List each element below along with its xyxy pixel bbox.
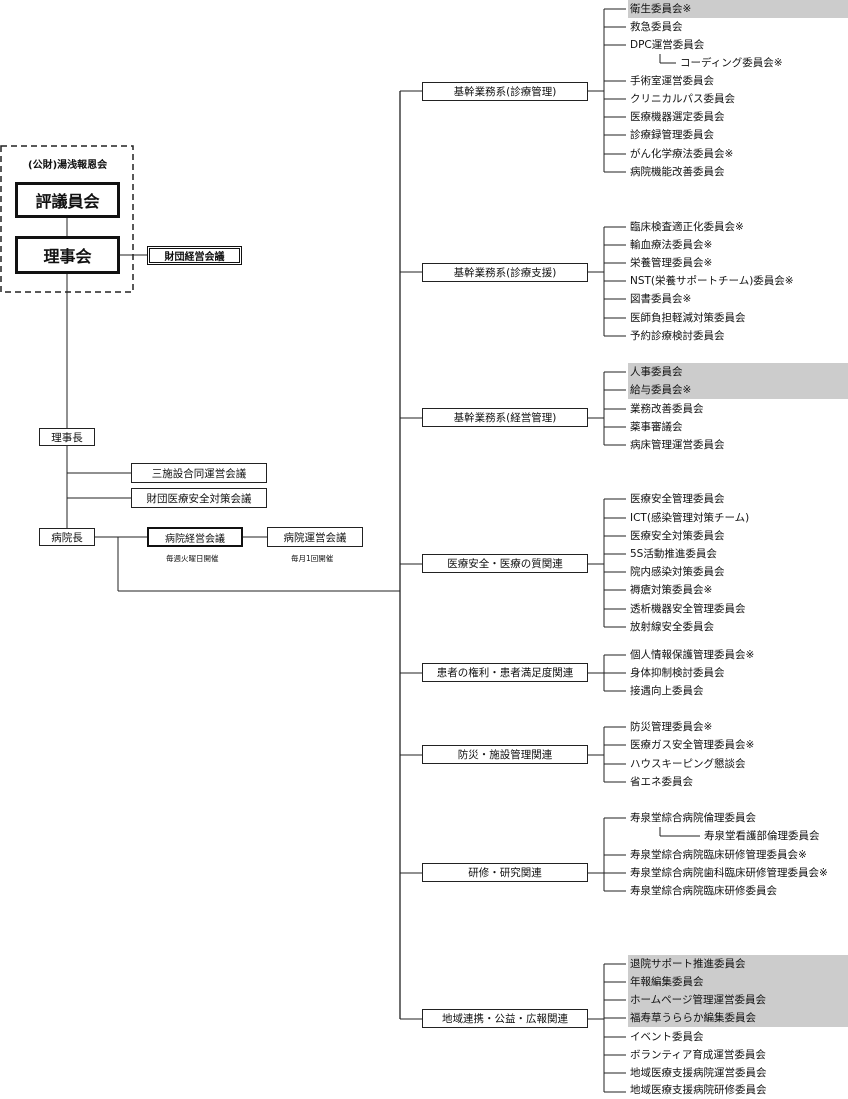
committee-item: 病床管理運営委員会 [630,439,725,451]
committee-item: 退院サポート推進委員会 [628,955,848,973]
committee-item: 人事委員会 [628,363,848,381]
committee-item: 寿泉堂綜合病院臨床研修委員会 [630,885,777,897]
committee-item: 院内感染対策委員会 [630,566,725,578]
committee-item: 給与委員会※ [628,381,848,399]
committee-item: 地域医療支援病院研修委員会 [630,1084,767,1096]
category-box: 研修・研究関連 [422,863,588,882]
category-box: 医療安全・医療の質関連 [422,554,588,573]
committee-item: 救急委員会 [630,21,683,33]
chairman-box: 理事長 [39,428,95,446]
committee-item: がん化学療法委員会※ [630,148,734,160]
committee-item: NST(栄養サポートチーム)委員会※ [630,275,794,287]
sub-committee-item: コーディング委員会※ [680,57,783,69]
committee-item: ホームページ管理運営委員会 [628,991,848,1009]
committee-item: 寿泉堂綜合病院臨床研修管理委員会※ [630,849,807,861]
committee-item: 臨床検査適正化委員会※ [630,221,744,233]
committee-item: 栄養管理委員会※ [630,257,713,269]
three-facilities-council-box: 三施設合同運営会議 [131,463,267,483]
committee-item: 病院機能改善委員会 [630,166,725,178]
committee-item: 寿泉堂綜合病院歯科臨床研修管理委員会※ [630,867,828,879]
director-box: 病院長 [39,528,95,546]
committee-item: イベント委員会 [630,1031,704,1043]
committee-item: ハウスキーピング懇談会 [630,758,746,770]
committee-item: 放射線安全委員会 [630,621,714,633]
foundation-safety-council-box: 財団医療安全対策会議 [131,488,267,508]
org-title: (公財)湯浅報恩会 [28,160,108,171]
committee-item: 省エネ委員会 [630,776,693,788]
committee-item: 個人情報保護管理委員会※ [630,649,755,661]
committee-item: ボランティア育成運営委員会 [630,1049,766,1061]
committee-item: 医療ガス安全管理委員会※ [630,739,755,751]
sub-committee-item: 寿泉堂看護部倫理委員会 [704,830,820,842]
committee-item: 薬事審議会 [630,421,683,433]
committee-item: 年報編集委員会 [628,973,848,991]
committee-item: 接遇向上委員会 [630,685,704,697]
category-box: 基幹業務系(診療支援) [422,263,588,282]
committee-item: 図書委員会※ [630,293,692,305]
category-box: 患者の権利・患者満足度関連 [422,663,588,682]
committee-item: 予約診療検討委員会 [630,330,725,342]
committee-item: 医療安全管理委員会 [630,493,725,505]
committee-item: クリニカルパス委員会 [630,93,735,105]
hospital-operation-note: 毎月1回開催 [291,554,334,563]
category-box: 地域連携・公益・広報関連 [422,1009,588,1028]
hospital-management-note: 毎週火曜日開催 [166,554,219,563]
board-box: 理事会 [15,236,120,274]
category-box: 防災・施設管理関連 [422,745,588,764]
committee-item: 医療安全対策委員会 [630,530,725,542]
committee-item: 寿泉堂綜合病院倫理委員会 [630,812,756,824]
committee-item: DPC運営委員会 [630,39,705,51]
foundation-meeting-box: 財団経営会議 [147,246,242,265]
committee-item: 身体抑制検討委員会 [630,667,725,679]
committee-item: 輸血療法委員会※ [630,239,713,251]
committee-item: 福寿草うららか編集委員会 [628,1009,848,1027]
council-box: 評議員会 [15,182,120,218]
category-box: 基幹業務系(経営管理) [422,408,588,427]
hospital-management-meeting-box: 病院経営会議 [147,527,243,547]
committee-item: 衛生委員会※ [628,0,848,18]
committee-item: 防災管理委員会※ [630,721,713,733]
committee-item: 医療機器選定委員会 [630,111,725,123]
category-box: 基幹業務系(診療管理) [422,82,588,101]
committee-item: 業務改善委員会 [630,403,704,415]
committee-item: ICT(感染管理対策チーム) [630,512,750,524]
committee-item: 地域医療支援病院運営委員会 [630,1067,767,1079]
committee-item: 医師負担軽減対策委員会 [630,312,746,324]
committee-item: 褥瘡対策委員会※ [630,584,713,596]
committee-item: 5S活動推進委員会 [630,548,717,560]
committee-item: 手術室運営委員会 [630,75,714,87]
committee-item: 透析機器安全管理委員会 [630,603,746,615]
hospital-operation-meeting-box: 病院運営会議 [267,527,363,547]
committee-item: 診療録管理委員会 [630,129,714,141]
